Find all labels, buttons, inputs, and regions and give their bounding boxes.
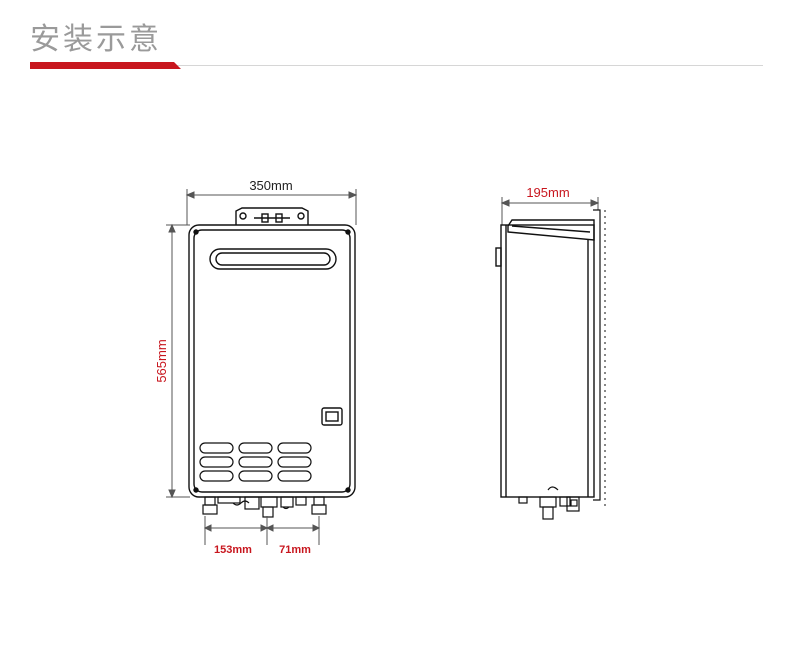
mounting-bracket <box>235 207 309 225</box>
height-label: 565mm <box>154 339 169 382</box>
heater-body <box>188 224 356 498</box>
pipe-spacing-dimensions <box>203 516 321 545</box>
exhaust-slot <box>209 248 337 270</box>
front-view <box>166 189 358 545</box>
control-panel-icon <box>321 407 343 426</box>
width-dimension <box>185 189 358 225</box>
air-vents <box>199 442 312 482</box>
depth-dimension <box>500 197 600 225</box>
page-title: 安装示意 <box>30 22 162 57</box>
pipe-spacing-right-label: 71mm <box>279 544 311 556</box>
heater-front-panel <box>193 229 351 493</box>
side-top-bracket <box>507 219 595 241</box>
pipe-fittings <box>202 496 327 518</box>
header-divider <box>30 65 763 66</box>
pipe-spacing-left-label: 153mm <box>214 544 252 556</box>
side-view <box>495 197 606 520</box>
side-body <box>500 224 595 498</box>
header-accent-bar <box>30 62 181 69</box>
width-label: 350mm <box>249 178 292 193</box>
side-pipe-fittings <box>518 486 580 520</box>
depth-label: 195mm <box>526 185 569 200</box>
height-dimension <box>166 223 190 499</box>
